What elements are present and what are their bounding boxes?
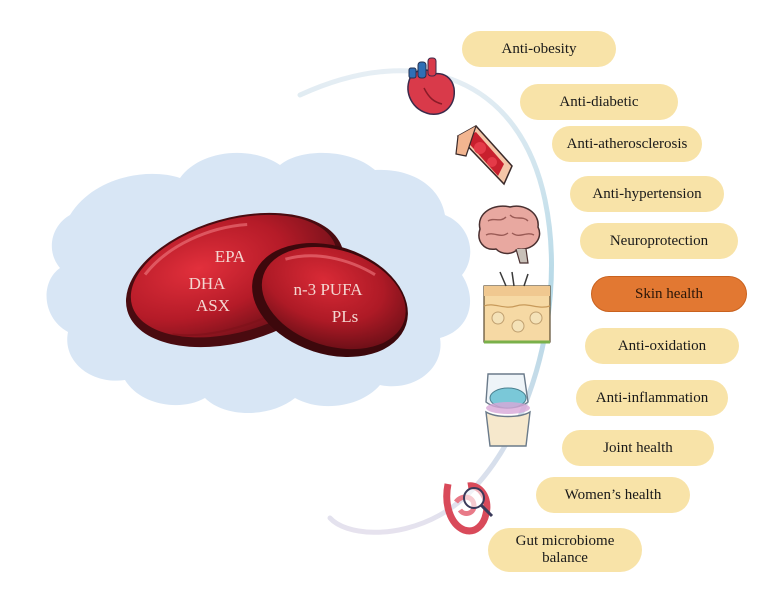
benefit-gut-microbiome-balance: Gut microbiome balance xyxy=(488,528,642,572)
capsule-left-line-1: EPA xyxy=(215,247,246,266)
capsule-left-line-3: ASX xyxy=(196,296,230,315)
knee-joint-icon xyxy=(485,373,531,447)
brain-icon xyxy=(478,205,541,264)
intestine-icon xyxy=(443,482,494,535)
blood-vessel-icon xyxy=(455,125,513,186)
benefit-neuroprotection: Neuroprotection xyxy=(580,223,738,259)
benefit-anti-diabetic: Anti-diabetic xyxy=(520,84,678,120)
benefit-anti-atherosclerosis: Anti-atherosclerosis xyxy=(552,126,702,162)
benefit-anti-oxidation: Anti-oxidation xyxy=(585,328,739,364)
capsule-right xyxy=(252,243,408,357)
skin-icon xyxy=(483,271,551,344)
capsule-left-line-2: DHA xyxy=(189,274,227,293)
benefit-anti-hypertension: Anti-hypertension xyxy=(570,176,724,212)
heart-icon xyxy=(407,57,455,115)
capsule-right-line-2: PLs xyxy=(332,307,358,326)
capsule-right-line-1: n-3 PUFA xyxy=(293,280,363,299)
benefit-skin-health: Skin health xyxy=(591,276,747,312)
benefit-anti-obesity: Anti-obesity xyxy=(462,31,616,67)
benefit-joint-health: Joint health xyxy=(562,430,714,466)
benefit-anti-inflammation: Anti-inflammation xyxy=(576,380,728,416)
benefit-womens-health: Women’s health xyxy=(536,477,690,513)
